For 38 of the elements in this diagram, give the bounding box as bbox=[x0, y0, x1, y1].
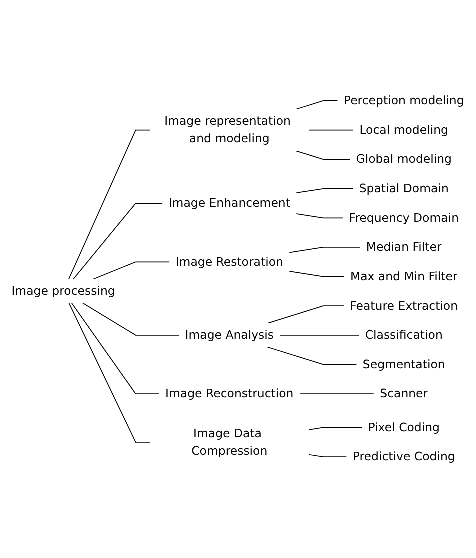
node-text: Scanner bbox=[380, 386, 428, 401]
node-text: Local modeling bbox=[360, 122, 448, 137]
connector bbox=[296, 214, 344, 219]
node-text: Max and Min Filter bbox=[350, 269, 458, 284]
node-text: Image Reconstruction bbox=[166, 386, 294, 401]
connector bbox=[288, 247, 361, 254]
connector bbox=[68, 302, 151, 443]
connector bbox=[82, 302, 180, 336]
connector bbox=[294, 100, 339, 110]
node-text: Pixel Coding bbox=[368, 420, 440, 434]
connector bbox=[294, 150, 351, 160]
node-text: Classification bbox=[365, 328, 443, 342]
node-text: Global modeling bbox=[356, 152, 452, 166]
node-text: Median Filter bbox=[366, 240, 442, 254]
connector bbox=[266, 306, 345, 324]
node-text: Image Analysis bbox=[185, 328, 274, 342]
node-text: Predictive Coding bbox=[352, 450, 456, 464]
connector bbox=[279, 334, 360, 336]
connector bbox=[68, 130, 151, 280]
connector bbox=[92, 262, 170, 280]
connector bbox=[308, 427, 363, 430]
node-text: Perception modeling bbox=[344, 94, 464, 108]
node-text: Feature Extraction bbox=[350, 298, 458, 313]
connector bbox=[308, 130, 354, 131]
connector bbox=[266, 346, 358, 366]
connector bbox=[71, 302, 160, 394]
node-text: Image representation and modeling bbox=[164, 114, 291, 146]
connector bbox=[288, 271, 346, 278]
connector bbox=[308, 454, 348, 458]
connector bbox=[296, 188, 354, 194]
node-text: Image Data Compression bbox=[192, 426, 268, 458]
node-text: Image Enhancement bbox=[168, 196, 290, 210]
node-text: Image processing bbox=[12, 284, 116, 298]
node-text: Spatial Domain bbox=[359, 182, 449, 196]
connector bbox=[72, 203, 164, 280]
node-text: Image Restoration bbox=[176, 254, 284, 269]
node-text: Frequency Domain bbox=[349, 210, 459, 225]
node-text: Segmentation bbox=[362, 357, 446, 372]
